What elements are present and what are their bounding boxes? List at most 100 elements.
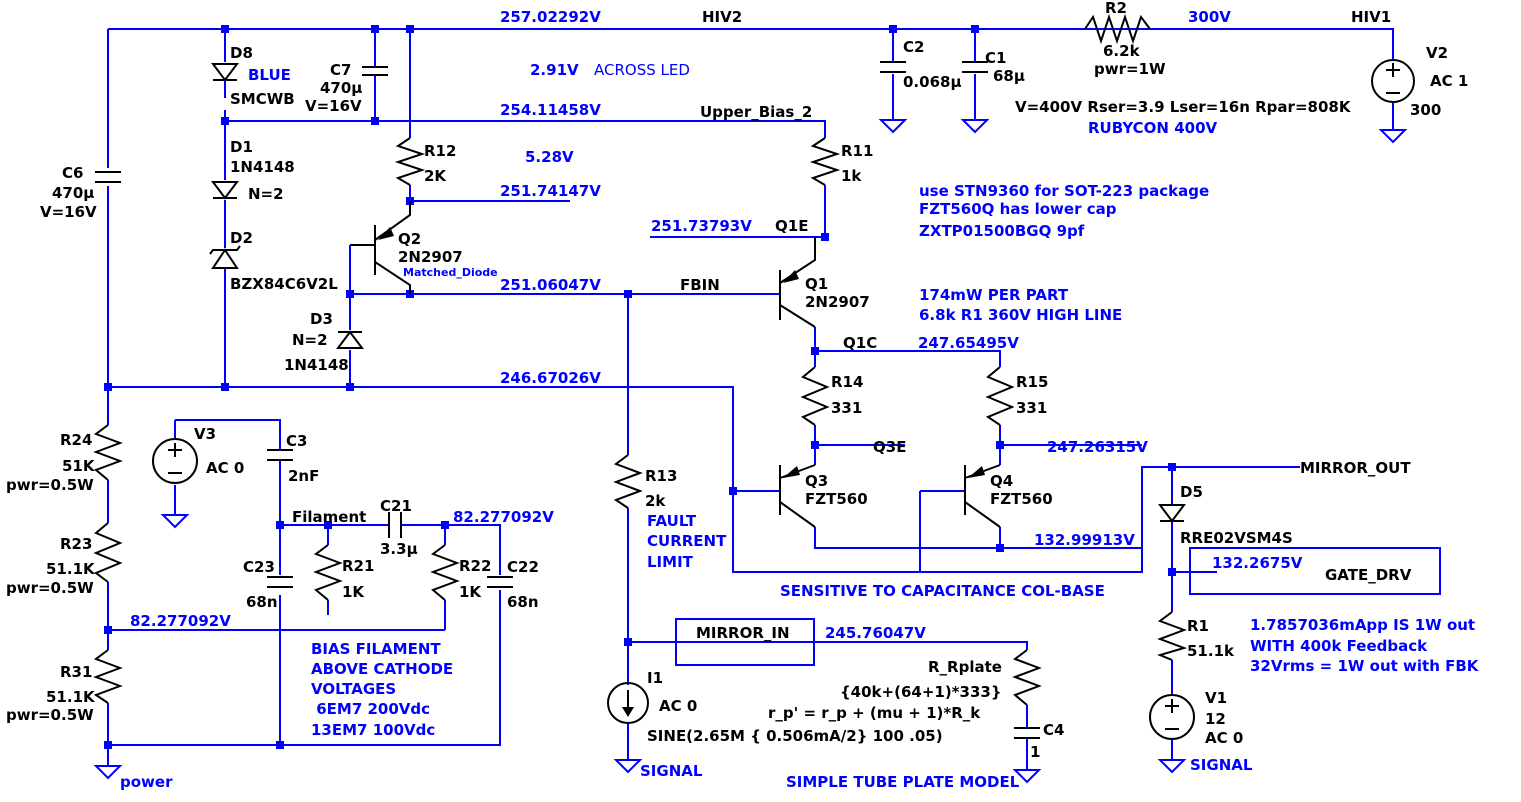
res-r1[interactable] [1157, 611, 1188, 661]
note-part-2: 6.8k R1 360V HIGH LINE [919, 306, 1122, 324]
cap-c2[interactable] [880, 61, 906, 73]
label-c6-value: 470µ [52, 184, 94, 202]
note-fault-2: CURRENT [647, 532, 727, 550]
note-fault-3: LIMIT [647, 553, 694, 571]
label-d1-part: 1N4148 [230, 158, 295, 176]
node-mirror-in: MIRROR_IN [696, 624, 790, 642]
res-r21[interactable] [313, 544, 343, 601]
label-r21-value: 1K [342, 583, 365, 601]
label-d5: D5 [1180, 483, 1203, 501]
node-132-99: 132.99913V [1034, 531, 1135, 549]
label-d3-part: 1N4148 [284, 356, 349, 374]
label-v1: V1 [1205, 689, 1227, 707]
label-v2-dc: 300 [1410, 101, 1441, 119]
diode-d8[interactable] [211, 63, 239, 82]
label-c7-value: 470µ [320, 79, 362, 97]
note-across-led: ACROSS LED [594, 61, 690, 79]
node-signal-2: SIGNAL [1190, 756, 1253, 774]
diode-d5[interactable] [1158, 504, 1186, 523]
label-v2: V2 [1426, 44, 1448, 62]
diode-d1[interactable] [211, 181, 239, 200]
res-r15[interactable] [985, 366, 1015, 426]
res-r2[interactable] [1084, 13, 1151, 45]
label-r11: R11 [841, 142, 873, 160]
cap-c4[interactable] [1014, 727, 1040, 739]
label-r22-value: 1K [459, 583, 482, 601]
label-r2-value: 6.2k [1103, 42, 1141, 60]
label-c23: C23 [243, 558, 275, 576]
label-d8: D8 [230, 44, 253, 62]
transistor-q1[interactable] [779, 237, 816, 328]
label-r13: R13 [645, 467, 677, 485]
cap-c7[interactable] [362, 66, 388, 76]
label-c6-rating: V=16V [40, 203, 97, 221]
res-r11[interactable] [809, 137, 841, 186]
label-q1: Q1 [805, 275, 828, 293]
node-filament-voltage: 82.277092V [453, 508, 554, 526]
label-q2-part: 2N2907 [398, 248, 463, 266]
note-bias-4: 6EM7 200Vdc [311, 700, 430, 718]
res-r14[interactable] [800, 366, 830, 426]
node-300v: 300V [1188, 8, 1231, 26]
node-power: power [120, 773, 173, 791]
node-gate-drv: GATE_DRV [1325, 566, 1412, 584]
transistor-q4[interactable] [964, 464, 1001, 528]
label-d5-part: RRE02VSM4S [1180, 529, 1293, 547]
cap-c21[interactable] [388, 512, 402, 538]
source-v2[interactable] [1371, 59, 1415, 103]
label-c7: C7 [330, 61, 351, 79]
res-rplate[interactable] [1012, 649, 1042, 706]
label-v3: V3 [194, 425, 216, 443]
source-v1[interactable] [1149, 694, 1195, 740]
label-d1-n: N=2 [248, 185, 284, 203]
note-part-1: 174mW PER PART [919, 286, 1069, 304]
node-mirror-out: MIRROR_OUT [1300, 459, 1411, 477]
current-source-i1[interactable] [607, 682, 649, 724]
cap-c22[interactable] [487, 576, 513, 588]
cap-c3[interactable] [267, 449, 293, 461]
node-q1c: Q1C [843, 334, 877, 352]
node-q1c-voltage: 247.65495V [918, 334, 1019, 352]
label-r24-value: 51K [62, 457, 96, 475]
zener-d2[interactable] [209, 245, 241, 269]
label-r1: R1 [1187, 617, 1209, 635]
cap-c1[interactable] [962, 61, 988, 73]
label-r23: R23 [60, 535, 92, 553]
label-v1-ac: AC 0 [1205, 729, 1243, 747]
transistor-q2[interactable] [350, 201, 411, 294]
label-r12-value: 2K [424, 167, 447, 185]
res-r31[interactable] [93, 649, 123, 704]
node-labels: 257.02292V HIV2 300V HIV1 2.91V ACROSS L… [120, 8, 1412, 791]
res-r24[interactable] [93, 424, 123, 481]
label-q3-part: FZT560 [805, 490, 868, 508]
source-v3[interactable] [152, 438, 198, 484]
label-r22: R22 [459, 557, 491, 575]
label-r31: R31 [60, 663, 92, 681]
label-i1-sine: SINE(2.65M { 0.506mA/2} 100 .05) [647, 727, 943, 745]
label-i1: I1 [647, 669, 663, 687]
transistor-q3[interactable] [779, 464, 816, 528]
label-rplate: R_Rplate [928, 658, 1002, 676]
node-fbin: FBIN [680, 276, 720, 294]
label-r2-power: pwr=1W [1094, 60, 1166, 78]
diode-d3[interactable] [336, 330, 364, 349]
label-c1-value: 68µ [993, 67, 1025, 85]
cap-c23[interactable] [267, 576, 293, 588]
label-d8-color: BLUE [248, 66, 291, 84]
label-r14: R14 [831, 373, 863, 391]
res-r23[interactable] [93, 522, 123, 583]
node-5v28: 5.28V [525, 148, 574, 166]
label-r14-value: 331 [831, 399, 862, 417]
cap-c6[interactable] [95, 171, 121, 183]
label-r24: R24 [60, 431, 92, 449]
label-d3: D3 [310, 310, 333, 328]
res-r22[interactable] [430, 544, 460, 601]
label-v2-ac: AC 1 [1430, 72, 1468, 90]
res-r13[interactable] [613, 454, 643, 509]
label-c3: C3 [286, 432, 307, 450]
note-sensitive: SENSITIVE TO CAPACITANCE COL-BASE [780, 582, 1105, 600]
note-rp-formula: r_p' = r_p + (mu + 1)*R_k [768, 704, 981, 722]
label-rplate-value: {40k+(64+1)*333} [840, 683, 1002, 701]
res-r12[interactable] [394, 137, 426, 186]
label-r13-value: 2k [645, 492, 666, 510]
